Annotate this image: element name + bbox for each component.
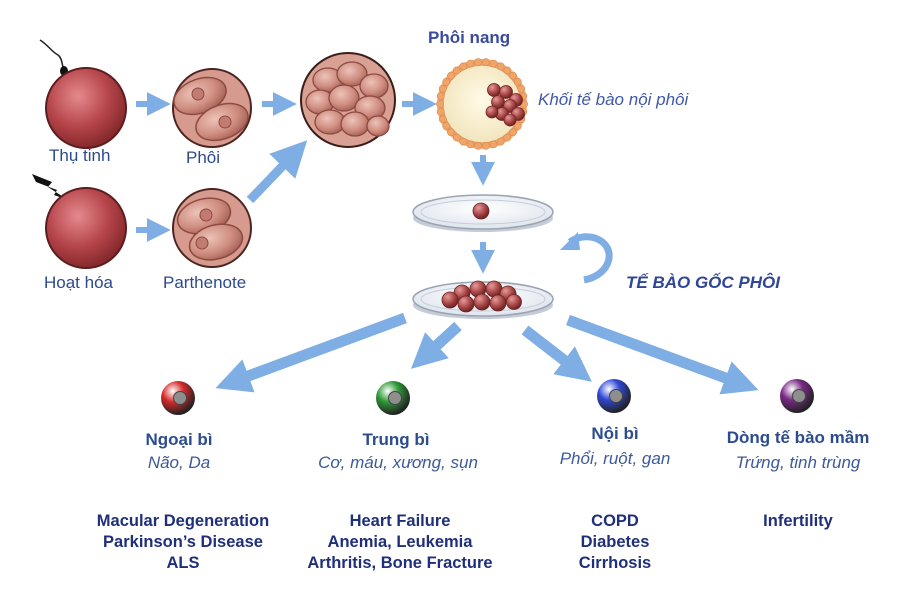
disease-item: Heart Failure: [349, 512, 451, 530]
trophoblast-cell: [509, 128, 517, 137]
germ-layer-title: Nội bì: [591, 424, 639, 443]
trophoblast-cell: [517, 84, 526, 93]
trophoblast-cell: [481, 58, 490, 67]
trophoblast-cell: [489, 59, 498, 68]
trophoblast-cell: [438, 84, 447, 93]
trophoblast-cell: [513, 78, 522, 86]
disease-item: Parkinson’s Disease: [103, 533, 263, 551]
disease-list: Heart Failure Anemia, Leukemia Arthritis…: [285, 511, 515, 574]
trophoblast-cell: [503, 133, 512, 142]
trophoblast-cell: [481, 141, 490, 150]
germ-layer-title: Dòng tế bào mầm: [726, 428, 870, 447]
disease-item: COPD: [591, 512, 639, 530]
blastocyst: [436, 58, 528, 150]
trophoblast-cell: [436, 92, 445, 101]
disease-item: Macular Degeneration: [96, 512, 270, 530]
cell-nucleus: [388, 391, 402, 405]
trophoblast-cell: [442, 78, 451, 86]
differentiation-arrows: [215, 312, 759, 395]
label-embryo: Phôi: [186, 148, 221, 167]
self-renewal-arrow: [560, 232, 613, 284]
stage-arrows: [136, 92, 495, 274]
label-fertilization: Thụ tinh: [49, 146, 111, 165]
trophoblast-cell: [459, 137, 468, 146]
disease-list: Infertility: [723, 511, 873, 532]
lightning-icon: [32, 174, 68, 200]
trophoblast-cell: [452, 133, 461, 142]
disease-item: Cirrhosis: [578, 554, 652, 572]
label-blastocyst: Phôi nang: [428, 28, 511, 47]
trophoblast-cell: [474, 58, 482, 67]
germ-layer-title: Trung bì: [362, 430, 430, 449]
germ-layer-tissues: Cơ, máu, xương, sụn: [318, 453, 478, 472]
germ-layer-tissues: Trứng, tinh trùng: [735, 453, 861, 472]
trophoblast-cell: [459, 62, 468, 71]
trophoblast-cell: [438, 115, 447, 124]
cell-nucleus: [609, 389, 623, 403]
cell-nucleus: [792, 389, 806, 403]
trophoblast-cell: [503, 66, 512, 75]
disease-item: ALS: [166, 554, 200, 572]
disease-item: Anemia, Leukemia: [327, 533, 473, 551]
trophoblast-cell: [513, 122, 522, 130]
morula: [300, 52, 396, 148]
germ-layer-tissues: Phổi, ruột, gan: [559, 449, 671, 468]
sperm-icon: [39, 39, 68, 76]
trophoblast-cell: [436, 100, 444, 108]
trophoblast-cell: [452, 66, 461, 75]
trophoblast-cell: [466, 59, 475, 68]
trophoblast-cell: [489, 140, 498, 149]
label-activation: Hoạt hóa: [44, 273, 113, 292]
trophoblast-cell: [496, 62, 505, 71]
egg-fertilized: [45, 67, 127, 149]
germ-layer-tissues: Não, Da: [147, 453, 211, 472]
trophoblast-cell: [466, 140, 475, 149]
trophoblast-cell: [447, 71, 455, 80]
germ-layer-title: Ngoại bì: [145, 430, 213, 449]
egg-activated: [45, 187, 127, 269]
disease-item: Infertility: [763, 512, 833, 530]
trophoblast-cell: [496, 137, 505, 146]
two-cell-embryo: [172, 68, 252, 148]
label-parthenote: Parthenote: [163, 273, 247, 292]
disease-list: Macular Degeneration Parkinson’s Disease…: [68, 511, 298, 574]
culture-dish-2: [412, 280, 554, 319]
label-embryonic-stem-cells: TẾ BÀO GỐC PHÔI: [626, 273, 780, 292]
label-inner-cell-mass: Khối tế bào nội phôi: [538, 90, 689, 109]
disease-item: Diabetes: [580, 533, 650, 551]
culture-dish-1: [412, 194, 554, 232]
disease-item: Arthritis, Bone Fracture: [307, 554, 493, 572]
trophoblast-cell: [436, 107, 445, 116]
disease-list: COPD Diabetes Cirrhosis: [530, 511, 700, 574]
two-cell-parthenote: [172, 188, 252, 268]
trophoblast-cell: [447, 128, 455, 137]
cell-nucleus: [173, 391, 187, 405]
trophoblast-cell: [474, 141, 482, 150]
trophoblast-cell: [442, 122, 451, 130]
trophoblast-cell: [509, 71, 517, 80]
